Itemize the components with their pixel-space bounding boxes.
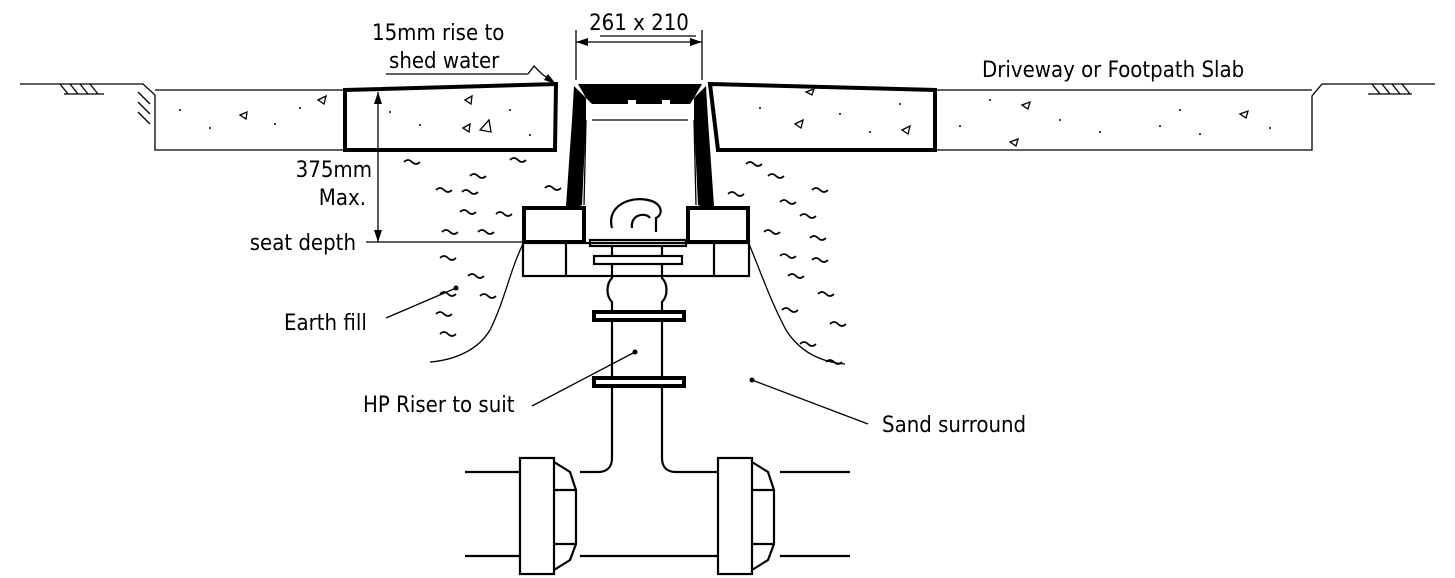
sand-annotation: Sand surround [749,377,1026,438]
ground-hatch-left [59,83,151,125]
depth-label-line2: Max. [319,186,366,211]
seat-depth-label: seat depth [250,231,356,256]
ground-hatch-right [1368,83,1412,95]
seating-blocks [521,206,751,278]
sand-label: Sand surround [882,413,1026,438]
main-pipe [465,456,850,576]
slab-left [343,81,559,152]
sand-surround [429,243,846,365]
earth-fill-annotation: Earth fill [284,285,459,336]
earth-fill-marks [403,157,847,365]
rise-annotation: 15mm rise to shed water [372,21,557,85]
depth-label-line1: 375mm [296,158,372,183]
depth-dimension: 375mm Max. seat depth [250,92,524,256]
earth-fill-label: Earth fill [284,311,367,336]
dimension-opening: 261 x 210 [575,11,703,80]
rise-label-line2: shed water [389,49,500,74]
slab-right [707,81,937,152]
hydrant-valve [588,198,688,312]
surface-box [566,84,714,210]
riser-label: HP Riser to suit [363,393,515,418]
riser-annotation: HP Riser to suit [363,349,638,418]
rise-label-line1: 15mm rise to [372,21,504,46]
hp-riser [592,310,686,458]
concrete-aggregate [179,94,1271,148]
ground-surface [20,83,1435,151]
slab-label: Driveway or Footpath Slab [982,58,1244,83]
dimension-label: 261 x 210 [589,11,689,36]
